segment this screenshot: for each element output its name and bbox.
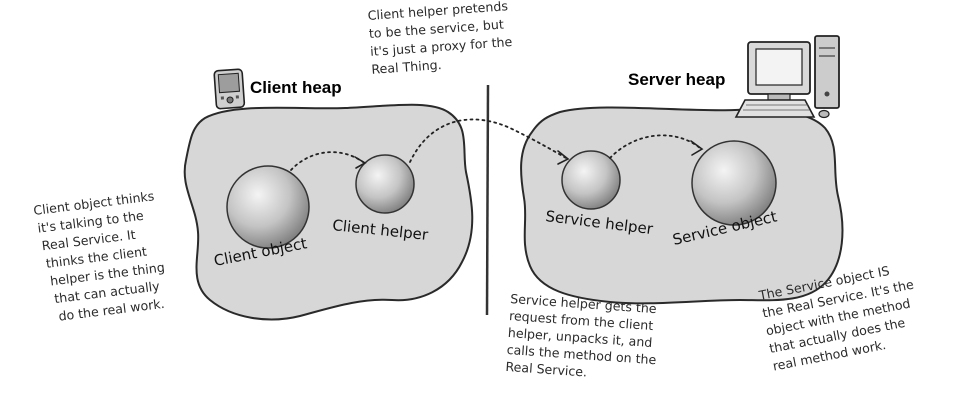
- service-helper-note: Service helper gets the request from the…: [505, 291, 664, 385]
- proxy-note-line: Real Thing.: [371, 57, 442, 77]
- proxy-note: Client helper pretends to be the service…: [367, 0, 518, 77]
- client-object-to-helper-arrow: [290, 151, 364, 171]
- arrow-heads: [354, 140, 704, 169]
- server-heap-title: Server heap: [628, 70, 725, 89]
- client-object-sphere: [226, 165, 310, 249]
- call-path: [290, 118, 701, 171]
- service-object-sphere: [691, 140, 777, 226]
- client-heap-title: Client heap: [250, 78, 342, 97]
- client-heap-blob: [183, 103, 474, 321]
- service-helper-sphere: [561, 150, 621, 210]
- server-heap-blob: [520, 106, 844, 305]
- handheld-device-icon: [213, 68, 246, 110]
- helper-to-service-helper-arrow: [409, 118, 567, 163]
- desktop-computer-icon: [734, 35, 840, 119]
- client-object-note: Client object thinks it's talking to the…: [33, 188, 174, 326]
- service-helper-to-object-arrow: [609, 134, 701, 159]
- network-divider: [485, 84, 490, 316]
- service-helper-note-line: Real Service.: [505, 359, 588, 380]
- client-helper-sphere: [355, 154, 415, 214]
